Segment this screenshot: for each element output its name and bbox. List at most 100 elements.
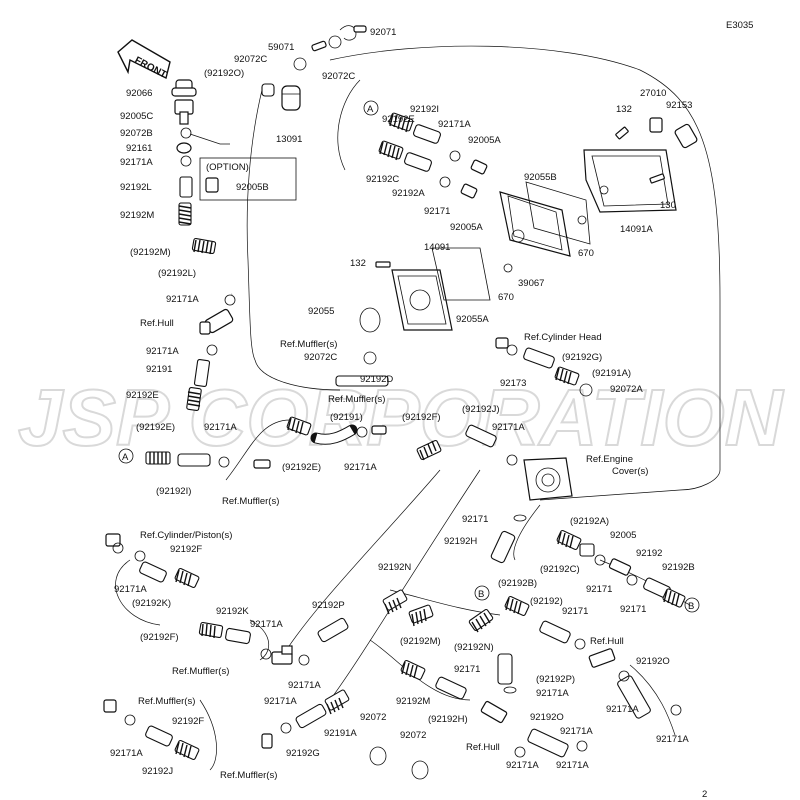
clamp-92171A-bm [280,722,292,734]
diagram-code: E3035 [726,20,753,31]
label-92192K: (92192K) [132,598,171,609]
clamp-92171A-c [503,686,517,694]
label-92192F: 92192F [172,716,204,727]
fitting-92153 [674,123,698,149]
label-92192: 92192 [636,548,662,559]
callout-b-label: B [688,601,694,612]
clamp-92171A-m1 [506,454,518,466]
label-92066: 92066 [126,88,152,99]
hose-92192J-mid [465,424,497,448]
cap-92161 [176,142,192,154]
hose-92192A [404,152,432,172]
label-92005A: 92005A [468,135,501,146]
cover-92055B [499,181,591,257]
label-ref-cylinder-piston: Ref.Cylinder/Piston(s) [140,530,232,541]
label-92072C: 92072C [304,352,337,363]
label-ref-hull: Ref.Hull [140,318,174,329]
hose-92192J-bl [145,725,173,747]
label-92171A: 92171A [114,584,147,595]
label-14091A: 14091A [620,224,653,235]
label-92192J: 92192J [142,766,173,777]
label-92071: 92071 [370,27,396,38]
label-59071: 59071 [268,42,294,53]
label-92171: 92171 [462,514,488,525]
label-ref-engine-cover: Ref.Engine [586,454,633,465]
label-92192G: 92192G [286,748,320,759]
bolt-130 [649,173,665,184]
callout-b-label: B [478,589,484,600]
clamp-92171-c [574,638,586,650]
label-92191: 92191 [146,364,172,375]
plug-92066 [171,79,197,97]
clamp-92072C-top [293,35,342,71]
label-ref-muffler: Ref.Muffler(s) [222,496,279,507]
cover-14091 [391,269,453,331]
label-92072B: 92072B [120,128,153,139]
label-92171A: 92171A [492,422,525,433]
label-92171: 92171 [424,206,450,217]
hose-92192L [179,176,193,198]
hull-fitting-bm [480,700,508,724]
hose-92192I-a [177,453,211,467]
clamp-92171A-top [449,150,461,162]
label-92192B: (92192B) [498,578,537,589]
label-13091: 13091 [276,134,302,145]
clamp-92171A-a [218,456,230,468]
label-ref-muffler: Ref.Muffler(s) [172,666,229,677]
label-92072: 92072 [360,712,386,723]
label-ref-engine-cover-2: Cover(s) [612,466,648,477]
label-92171A: 92171A [146,346,179,357]
option-label: (OPTION) [206,162,249,173]
label-92192C: (92192C) [540,564,580,575]
engine-cover-part [523,457,573,501]
hose-92192G-bm [295,703,327,729]
label-92072A: 92072A [610,384,643,395]
label-92171A: 92171A [288,680,321,691]
label-92192N: 92192N [378,562,411,573]
label-14091: 14091 [424,242,450,253]
label-ref-muffler: Ref.Muffler(s) [328,394,385,405]
clamp-92072C-mid [363,351,377,365]
spring-92192M-bm [400,660,426,680]
label-92192: (92192) [530,596,563,607]
fitting-92005A-top [470,159,488,175]
clamp-92171A-br [576,740,588,752]
tee-fitting-muffler [271,645,293,665]
label-92192C: 92192C [366,174,399,185]
spring-92192N [382,589,408,615]
fitting-92005C [174,99,194,125]
fitting-muffler-a [253,459,271,469]
clamp-92171A-l6 [298,654,310,666]
hose-92192O-top [261,83,275,97]
spring-92192N-c [468,609,494,633]
pin-59071 [311,40,327,52]
clamp-92171A-br2 [514,746,526,758]
cover-14091A [583,149,677,213]
label-92005: 92005 [610,530,636,541]
clamp-92171-r2 [626,574,638,586]
label-92192M: 92192M [120,210,154,221]
label-92192F: (92192F) [140,632,179,643]
label-92161: 92161 [126,143,152,154]
spring-92192F-lb [198,621,224,639]
clamp-92072-1 [369,746,387,766]
label-92192O: (92192O) [204,68,244,79]
label-132: 132 [350,258,366,269]
hose-92192O-r [617,675,651,719]
label-92171: 92171 [620,604,646,615]
label-92192I: (92192I) [156,486,191,497]
label-92171A: 92171A [560,726,593,737]
label-92171A: 92171A [120,157,153,168]
label-92192O: 92192O [530,712,564,723]
clamp-92171A-m2 [356,426,368,438]
fitting-cylinder-piston [105,533,124,554]
label-92192F: 92192F [170,544,202,555]
label-670: 670 [498,292,514,303]
label-92192H: (92192H) [428,714,468,725]
option-box: (OPTION) [199,157,297,201]
callout-a-label: A [122,452,129,463]
label-27010: 27010 [640,88,666,99]
label-130: 130 [660,200,676,211]
label-92192E: 92192E [126,390,159,401]
